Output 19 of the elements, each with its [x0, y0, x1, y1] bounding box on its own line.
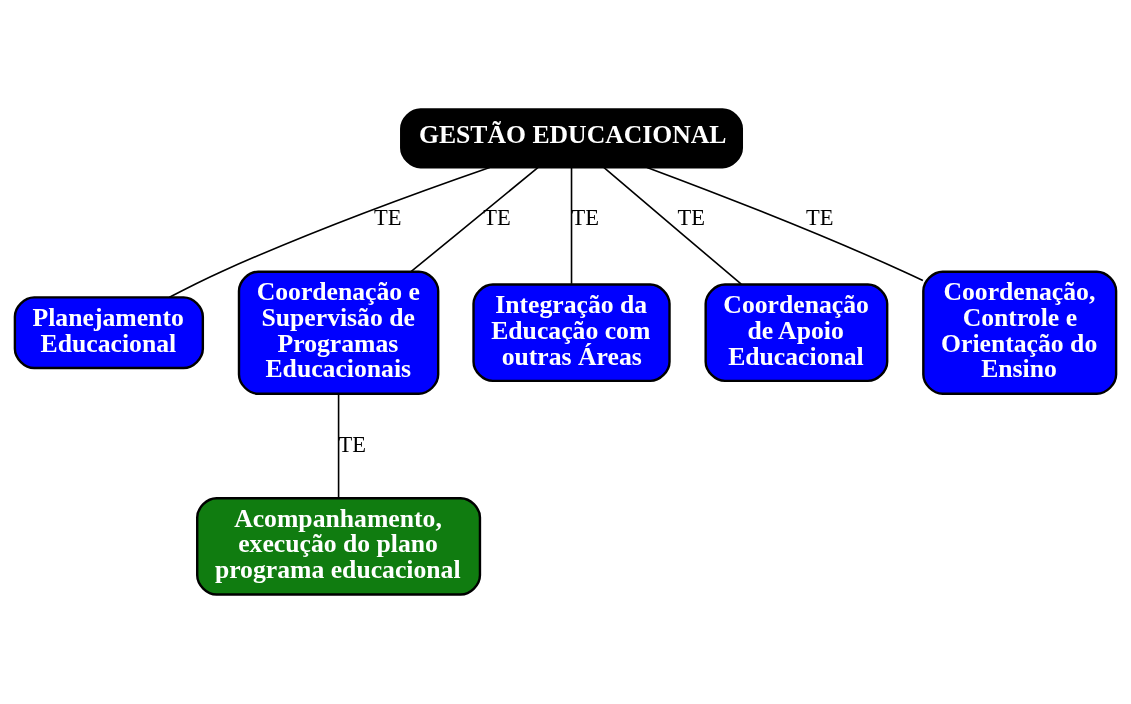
node-box: Acompanhamento, execução do plano programa educacional — [196, 497, 482, 596]
connector — [570, 166, 573, 285]
connector — [337, 393, 340, 499]
edge-label: TE — [483, 205, 511, 231]
connector — [168, 166, 491, 299]
connector — [602, 166, 743, 285]
edge-label: TE — [373, 205, 402, 231]
connector — [646, 166, 924, 282]
edge-label: TE — [806, 205, 834, 231]
edge-label: TE — [338, 431, 367, 457]
node-box: Coordenação, Controle e Orientação do Ensino — [922, 270, 1118, 395]
node-box: GESTÃO EDUCACIONAL — [400, 108, 743, 169]
connector — [410, 166, 539, 273]
node-box: Integração da Educação com outras Áreas — [472, 283, 671, 383]
node-box: Coordenação de Apoio Educacional — [704, 283, 889, 383]
node-box: Coordenação e Supervisão de Programas Educacionais — [237, 270, 440, 395]
edge-label: TE — [571, 205, 599, 231]
node-box: Planejamento Educacional — [13, 296, 205, 370]
edge-label: TE — [677, 205, 706, 231]
